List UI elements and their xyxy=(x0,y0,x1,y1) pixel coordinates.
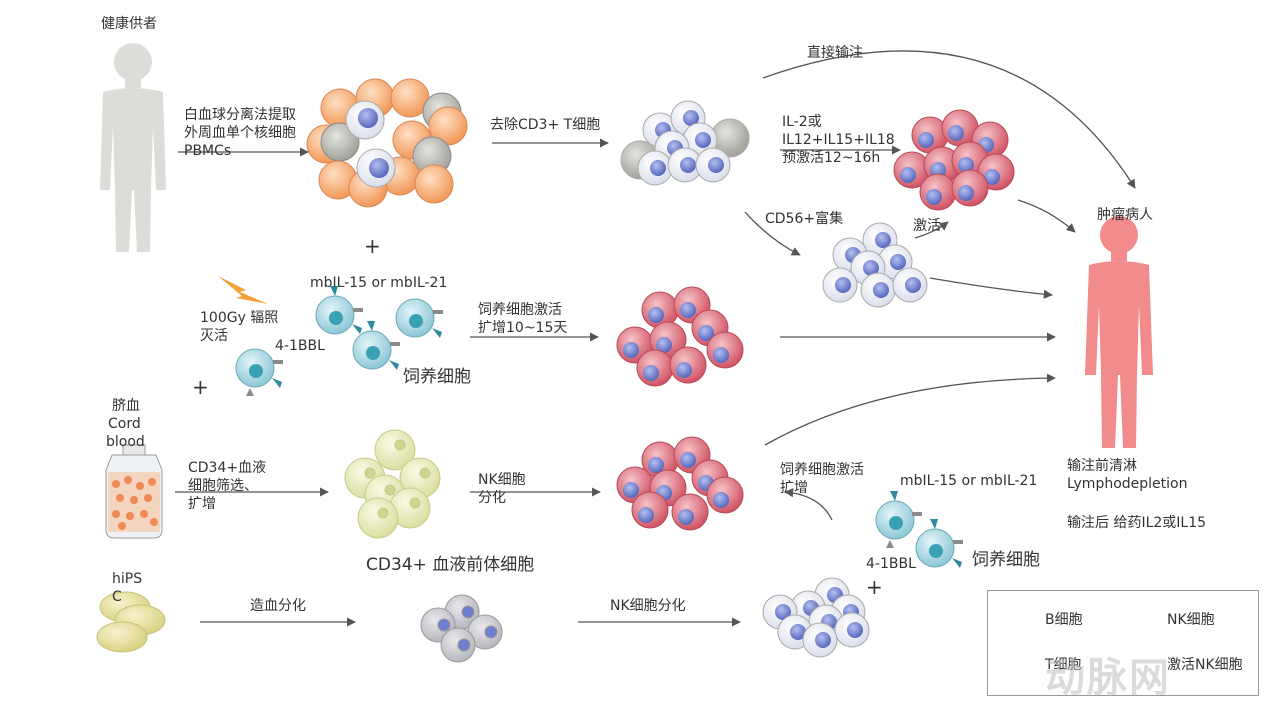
cd34-label-3: 扩增 xyxy=(188,496,216,512)
mbil-label-top: mbIL-15 or mbIL-21 xyxy=(310,275,448,291)
feeder-expand-label-1: 饲养细胞激活 xyxy=(478,302,562,318)
radiation-bolt-icon xyxy=(218,276,268,304)
il-label-3: 预激活12~16h xyxy=(782,150,881,166)
pbmc-label-1: 白血球分离法提取 xyxy=(184,107,296,123)
legend-t-cell: T细胞 xyxy=(1045,657,1082,673)
cd34-label-1: CD34+血液 xyxy=(188,460,267,476)
activated-nk-cluster-top xyxy=(893,109,1015,211)
hipsc-label-1: hiPS xyxy=(112,571,143,587)
hemato-diff-label: 造血分化 xyxy=(250,598,306,614)
hipsc-cells xyxy=(96,591,166,653)
cord-label-1: 脐血 xyxy=(112,398,140,414)
ligand-label-top: 4-1BBL xyxy=(275,338,325,354)
plus-sign-3: + xyxy=(866,575,883,599)
feeder-label-top: 饲养细胞 xyxy=(403,367,471,387)
mbil-label-bottom: mbIL-15 or mbIL-21 xyxy=(900,473,1038,489)
hematopoietic-precursor-cells xyxy=(420,594,503,663)
feeder-expand2-label-1: 饲养细胞激活 xyxy=(780,462,864,478)
pbmc-label-2: 外周血单个核细胞 xyxy=(184,125,296,141)
ligand-label-bottom: 4-1BBL xyxy=(866,556,916,572)
cord-blood-bag xyxy=(105,444,163,539)
il-label-2: IL12+IL15+IL18 xyxy=(782,132,895,148)
activated-nk-cluster-lower xyxy=(616,436,744,531)
feeder-expand-label-2: 扩增10~15天 xyxy=(478,320,568,336)
nk-diff-label-1: NK细胞 xyxy=(478,472,526,488)
nk-diff-label-2: 分化 xyxy=(478,490,506,506)
cord-label-2: Cord xyxy=(108,416,141,432)
donor-figure xyxy=(100,43,166,252)
pbmc-label-3: PBMCs xyxy=(184,143,232,159)
patient-figure xyxy=(1085,216,1153,448)
irradiation-label-2: 灭活 xyxy=(200,328,228,344)
nk-diff-bottom-label: NK细胞分化 xyxy=(610,598,686,614)
donor-label: 健康供者 xyxy=(101,16,157,32)
nk-cluster-bottom xyxy=(762,577,870,658)
feeder-expand2-label-2: 扩增 xyxy=(780,480,808,496)
legend-nk-cell: NK细胞 xyxy=(1167,612,1215,628)
watermark: 动脉网 xyxy=(1045,655,1171,701)
feeder-label-bottom: 饲养细胞 xyxy=(972,550,1040,570)
feeder-cells-bottom xyxy=(875,491,963,568)
plus-sign-1: + xyxy=(364,234,381,258)
legend-b-cell: B细胞 xyxy=(1045,612,1083,628)
feeder-cells-top xyxy=(235,286,443,396)
nk-cluster-top xyxy=(620,100,750,186)
il-label-1: IL-2或 xyxy=(782,114,822,130)
legend-activated-nk: 激活NK细胞 xyxy=(1167,657,1243,673)
lympho-label-1: 输注前清淋 xyxy=(1067,458,1137,474)
hipsc-label-2: C xyxy=(112,589,122,605)
direct-infusion-label: 直接输注 xyxy=(807,45,863,61)
cd34-label-2: 细胞筛选、 xyxy=(188,478,258,494)
remove-cd3-label: 去除CD3+ T细胞 xyxy=(490,117,601,133)
cd56-label: CD56+富集 xyxy=(765,211,844,227)
flow-arrows xyxy=(175,50,1136,627)
pbmc-cluster xyxy=(306,78,468,208)
cd56-nk-cluster xyxy=(822,222,928,308)
activate-label: 激活 xyxy=(913,218,941,234)
irradiation-label-1: 100Gy 辐照 xyxy=(200,310,279,326)
post-infusion-label: 输注后 给药IL2或IL15 xyxy=(1067,515,1207,531)
plus-sign-2: + xyxy=(192,375,209,399)
cd34-precursor-label: CD34+ 血液前体细胞 xyxy=(366,555,535,575)
legend-box xyxy=(987,590,1259,696)
activated-nk-cluster-middle xyxy=(616,286,744,387)
lympho-label-2: Lymphodepletion xyxy=(1067,476,1188,492)
cord-label-3: blood xyxy=(106,434,145,450)
cd34-precursor-cells xyxy=(344,429,441,539)
patient-label: 肿瘤病人 xyxy=(1097,207,1153,223)
